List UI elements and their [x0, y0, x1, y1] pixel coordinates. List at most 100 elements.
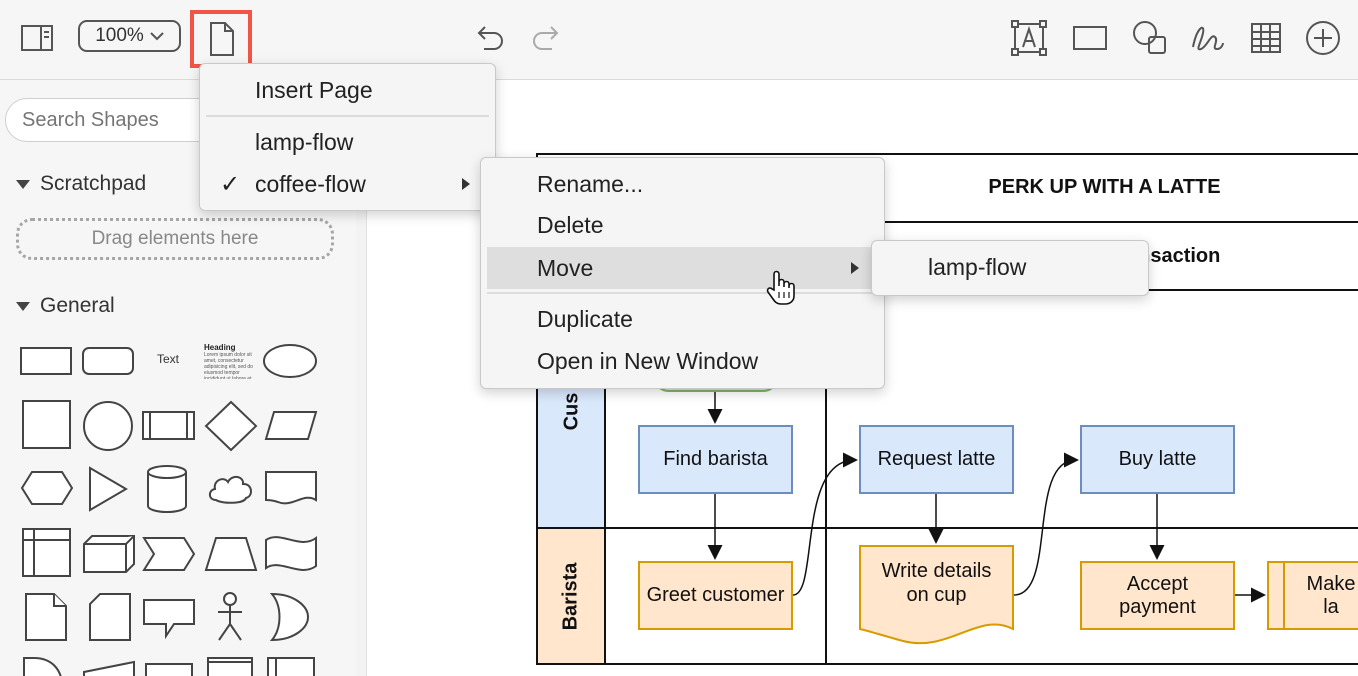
- lane-header-divider: [604, 291, 606, 665]
- cylinder-shape[interactable]: [146, 464, 188, 519]
- zoom-value: 100%: [95, 25, 144, 46]
- pool-left-border: [536, 153, 538, 665]
- freehand-icon[interactable]: [1188, 18, 1228, 58]
- process-shape[interactable]: [142, 410, 196, 447]
- sidebar-scrollbar[interactable]: [356, 80, 367, 676]
- page-lamp-flow-label: lamp-flow: [255, 128, 354, 155]
- node-accept-payment[interactable]: Accept payment: [1080, 561, 1235, 630]
- hand-pointer-icon: [766, 270, 796, 311]
- table-icon[interactable]: [1246, 18, 1286, 58]
- callout-shape[interactable]: [142, 598, 196, 643]
- shapes-icon[interactable]: [1130, 18, 1170, 58]
- trapezoid-shape[interactable]: [204, 536, 258, 577]
- node-make-latte-label: Make la: [1306, 572, 1356, 618]
- subprocess-bar: [1283, 563, 1285, 628]
- square-shape[interactable]: [22, 400, 72, 455]
- heading-shape-body: Lorem ipsum dolor sit amet, consectetur …: [204, 352, 253, 379]
- hexagon-shape[interactable]: [20, 470, 74, 511]
- redo-icon[interactable]: [528, 20, 566, 56]
- node-buy-latte[interactable]: Buy latte: [1080, 425, 1235, 494]
- chevron-down-icon: [150, 32, 164, 41]
- internal-storage-shape[interactable]: [22, 528, 72, 583]
- tape-shape[interactable]: [264, 532, 318, 579]
- text-icon[interactable]: [1008, 18, 1050, 58]
- menu-item-delete[interactable]: Delete: [481, 207, 884, 243]
- actor-shape[interactable]: [214, 592, 246, 647]
- checkmark-icon: ✓: [220, 170, 241, 198]
- format-panel-icon[interactable]: [18, 22, 56, 54]
- shapes-sidebar: Scratchpad Drag elements here General Te…: [0, 80, 357, 676]
- duplicate-label: Duplicate: [537, 305, 633, 332]
- lane-barista-header: Barista: [538, 529, 604, 663]
- page-icon: [204, 22, 238, 56]
- move-lamp-flow-label: lamp-flow: [928, 253, 1027, 280]
- container-shape[interactable]: [206, 656, 254, 676]
- menu-item-page-coffee-flow[interactable]: ✓ coffee-flow: [200, 166, 495, 202]
- page-menu-button[interactable]: [190, 10, 252, 68]
- menu-item-open-new-window[interactable]: Open in New Window: [481, 343, 884, 379]
- scratchpad-header[interactable]: Scratchpad: [16, 172, 146, 196]
- node-greet-customer[interactable]: Greet customer: [638, 561, 793, 630]
- pool-bottom-border: [536, 663, 1358, 665]
- page-menu: Insert Page lamp-flow ✓ coffee-flow: [199, 63, 496, 211]
- menu-separator: [487, 292, 878, 294]
- lane-divider: [536, 527, 1358, 529]
- node-find-barista[interactable]: Find barista: [638, 425, 793, 494]
- pool-top-border: [536, 153, 1358, 155]
- menu-item-page-lamp-flow[interactable]: lamp-flow: [200, 124, 495, 160]
- zoom-dropdown[interactable]: 100%: [78, 20, 181, 52]
- collapse-triangle-icon: [16, 179, 30, 189]
- menu-item-insert-page[interactable]: Insert Page: [200, 72, 495, 108]
- add-icon[interactable]: [1302, 18, 1344, 58]
- open-new-window-label: Open in New Window: [537, 347, 759, 374]
- menu-item-move[interactable]: Move: [487, 247, 878, 289]
- text-shape[interactable]: Text: [156, 352, 179, 366]
- cube-shape[interactable]: [82, 534, 136, 579]
- menu-item-move-to-lamp-flow[interactable]: lamp-flow: [872, 249, 1148, 285]
- page-actions-submenu: Rename... Delete Move Duplicate Open in …: [480, 157, 885, 389]
- document-shape-outline: [859, 545, 1014, 645]
- xor-shape[interactable]: [144, 658, 194, 676]
- diamond-shape[interactable]: [204, 400, 258, 457]
- step-shape[interactable]: [142, 536, 196, 577]
- node-write-details-label: Write details on cup: [881, 560, 992, 606]
- triangle-shape[interactable]: [88, 466, 128, 517]
- heading-shape-title: Heading: [204, 343, 236, 352]
- delete-label: Delete: [537, 211, 604, 238]
- ellipse-shape[interactable]: [262, 343, 318, 384]
- collapse-triangle-icon: [16, 301, 30, 311]
- delay-shape[interactable]: [22, 656, 66, 676]
- undo-icon[interactable]: [470, 20, 508, 56]
- heading-shape[interactable]: Heading Lorem ipsum dolor sit amet, cons…: [204, 343, 258, 379]
- submenu-arrow-icon: [851, 262, 859, 274]
- title-divider: [536, 221, 1358, 223]
- card-shape[interactable]: [88, 592, 132, 647]
- document-shape[interactable]: [264, 470, 318, 511]
- note-shape[interactable]: [24, 592, 68, 647]
- rectangle-icon[interactable]: [1070, 20, 1110, 56]
- move-submenu: lamp-flow: [871, 240, 1149, 296]
- menu-item-duplicate[interactable]: Duplicate: [481, 301, 884, 337]
- scratchpad-drop-zone[interactable]: Drag elements here: [16, 218, 334, 260]
- general-title: General: [40, 294, 115, 317]
- general-header[interactable]: General: [16, 294, 115, 318]
- rounded-rectangle-shape[interactable]: [82, 346, 134, 381]
- page-coffee-flow-label: coffee-flow: [255, 170, 366, 197]
- insert-page-label: Insert Page: [255, 76, 373, 103]
- menu-item-rename[interactable]: Rename...: [481, 166, 884, 202]
- parallelogram-shape[interactable]: [264, 410, 318, 447]
- rectangle-shape[interactable]: [20, 346, 72, 381]
- node-write-details[interactable]: Write details on cup: [859, 545, 1014, 649]
- node-make-latte[interactable]: Make la: [1267, 561, 1358, 630]
- menu-separator: [206, 115, 489, 117]
- rename-label: Rename...: [537, 170, 644, 197]
- circle-shape[interactable]: [82, 400, 134, 457]
- list-shape[interactable]: [266, 656, 316, 676]
- move-label: Move: [537, 254, 594, 281]
- node-request-latte[interactable]: Request latte: [859, 425, 1014, 494]
- cloud-shape[interactable]: [206, 470, 256, 511]
- or-shape[interactable]: [269, 592, 310, 647]
- manual-input-shape[interactable]: [82, 660, 136, 676]
- connectors: [707, 392, 1266, 603]
- submenu-arrow-icon: [462, 178, 470, 190]
